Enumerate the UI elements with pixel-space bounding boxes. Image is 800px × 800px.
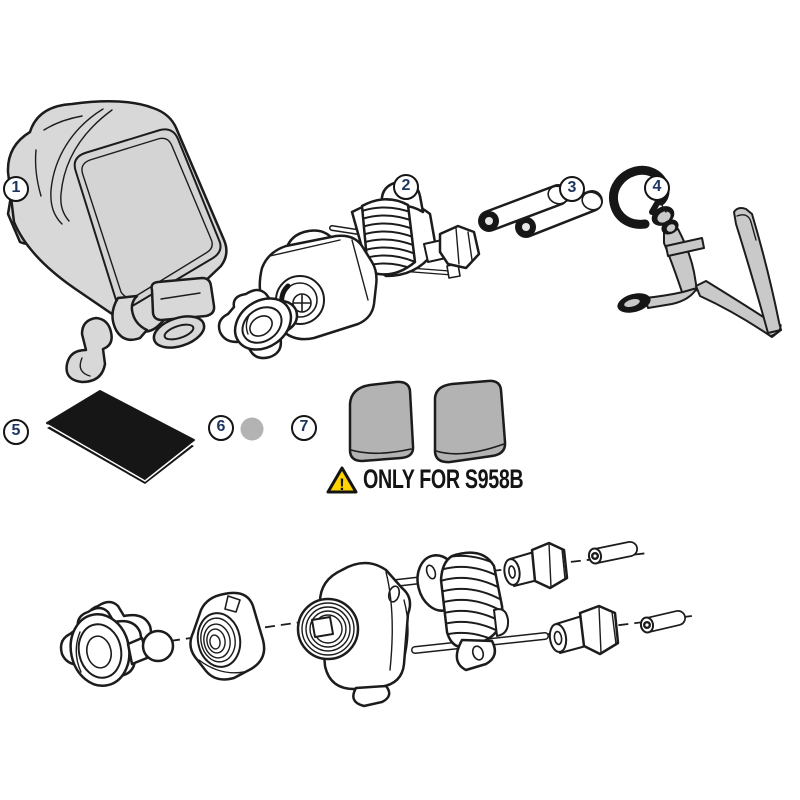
warning-note: ! ONLY FOR S958B [326, 464, 583, 495]
warning-exclamation: ! [339, 475, 345, 494]
part-6-spacer-disc [240, 417, 264, 441]
part-badge-7: 7 [291, 415, 317, 441]
part-badge-6: 6 [208, 415, 234, 441]
bottom-mount-assembly [59, 541, 693, 708]
part-4-safety-strap [608, 165, 782, 338]
part-2-clamp-assembly [217, 180, 481, 360]
part-badge-1: 1 [3, 176, 29, 202]
warning-text: ONLY FOR S958B [363, 464, 524, 494]
part-badge-5: 5 [3, 419, 29, 445]
part-badge-4: 4 [644, 175, 670, 201]
part-7-rubber-pads [348, 379, 507, 464]
part-badge-2: 2 [393, 174, 419, 200]
part-5-black-pad [46, 390, 195, 484]
part-3-spacer-tubes [478, 184, 603, 238]
part-1-phone-pouch [6, 100, 228, 384]
part-badge-3: 3 [559, 176, 585, 202]
warning-triangle-icon: ! [326, 466, 358, 494]
badge-leader-line [659, 201, 667, 213]
